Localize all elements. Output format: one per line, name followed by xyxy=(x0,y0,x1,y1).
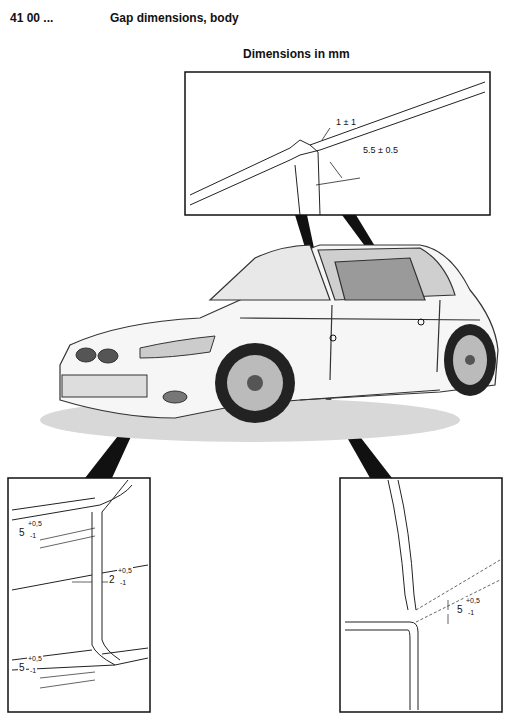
dimension-label: +0,5 xyxy=(117,567,133,575)
dimension-label: 5.5 ± 0.5 xyxy=(362,146,399,156)
bonnet-gap-detail xyxy=(12,480,148,688)
dimension-label: 2 xyxy=(108,574,116,585)
dimension-label: 5 xyxy=(456,604,464,615)
dimension-label: 5 xyxy=(18,662,26,673)
dimension-label: +0,5 xyxy=(27,655,43,663)
dimension-label: +0,5 xyxy=(27,520,43,528)
dimension-label: -1 xyxy=(29,532,37,540)
dimension-label: -1 xyxy=(467,609,475,617)
dimension-label: -1 xyxy=(29,667,37,675)
wheel xyxy=(215,324,496,423)
car-body xyxy=(40,245,498,442)
heading-text: 41 00 ... xyxy=(10,12,53,25)
roof-gap-detail xyxy=(190,82,485,215)
dimension-label: -1 xyxy=(119,579,127,587)
inset-frame xyxy=(8,72,502,712)
heading-text: Dimensions in mm xyxy=(243,48,350,61)
door-gap-detail xyxy=(345,480,500,710)
car-front xyxy=(62,336,215,403)
heading-text: Gap dimensions, body xyxy=(110,12,239,25)
dimension-label: +0,5 xyxy=(465,597,481,605)
dimension-label: 1 ± 1 xyxy=(335,118,357,128)
dimension-label: 5 xyxy=(18,527,26,538)
